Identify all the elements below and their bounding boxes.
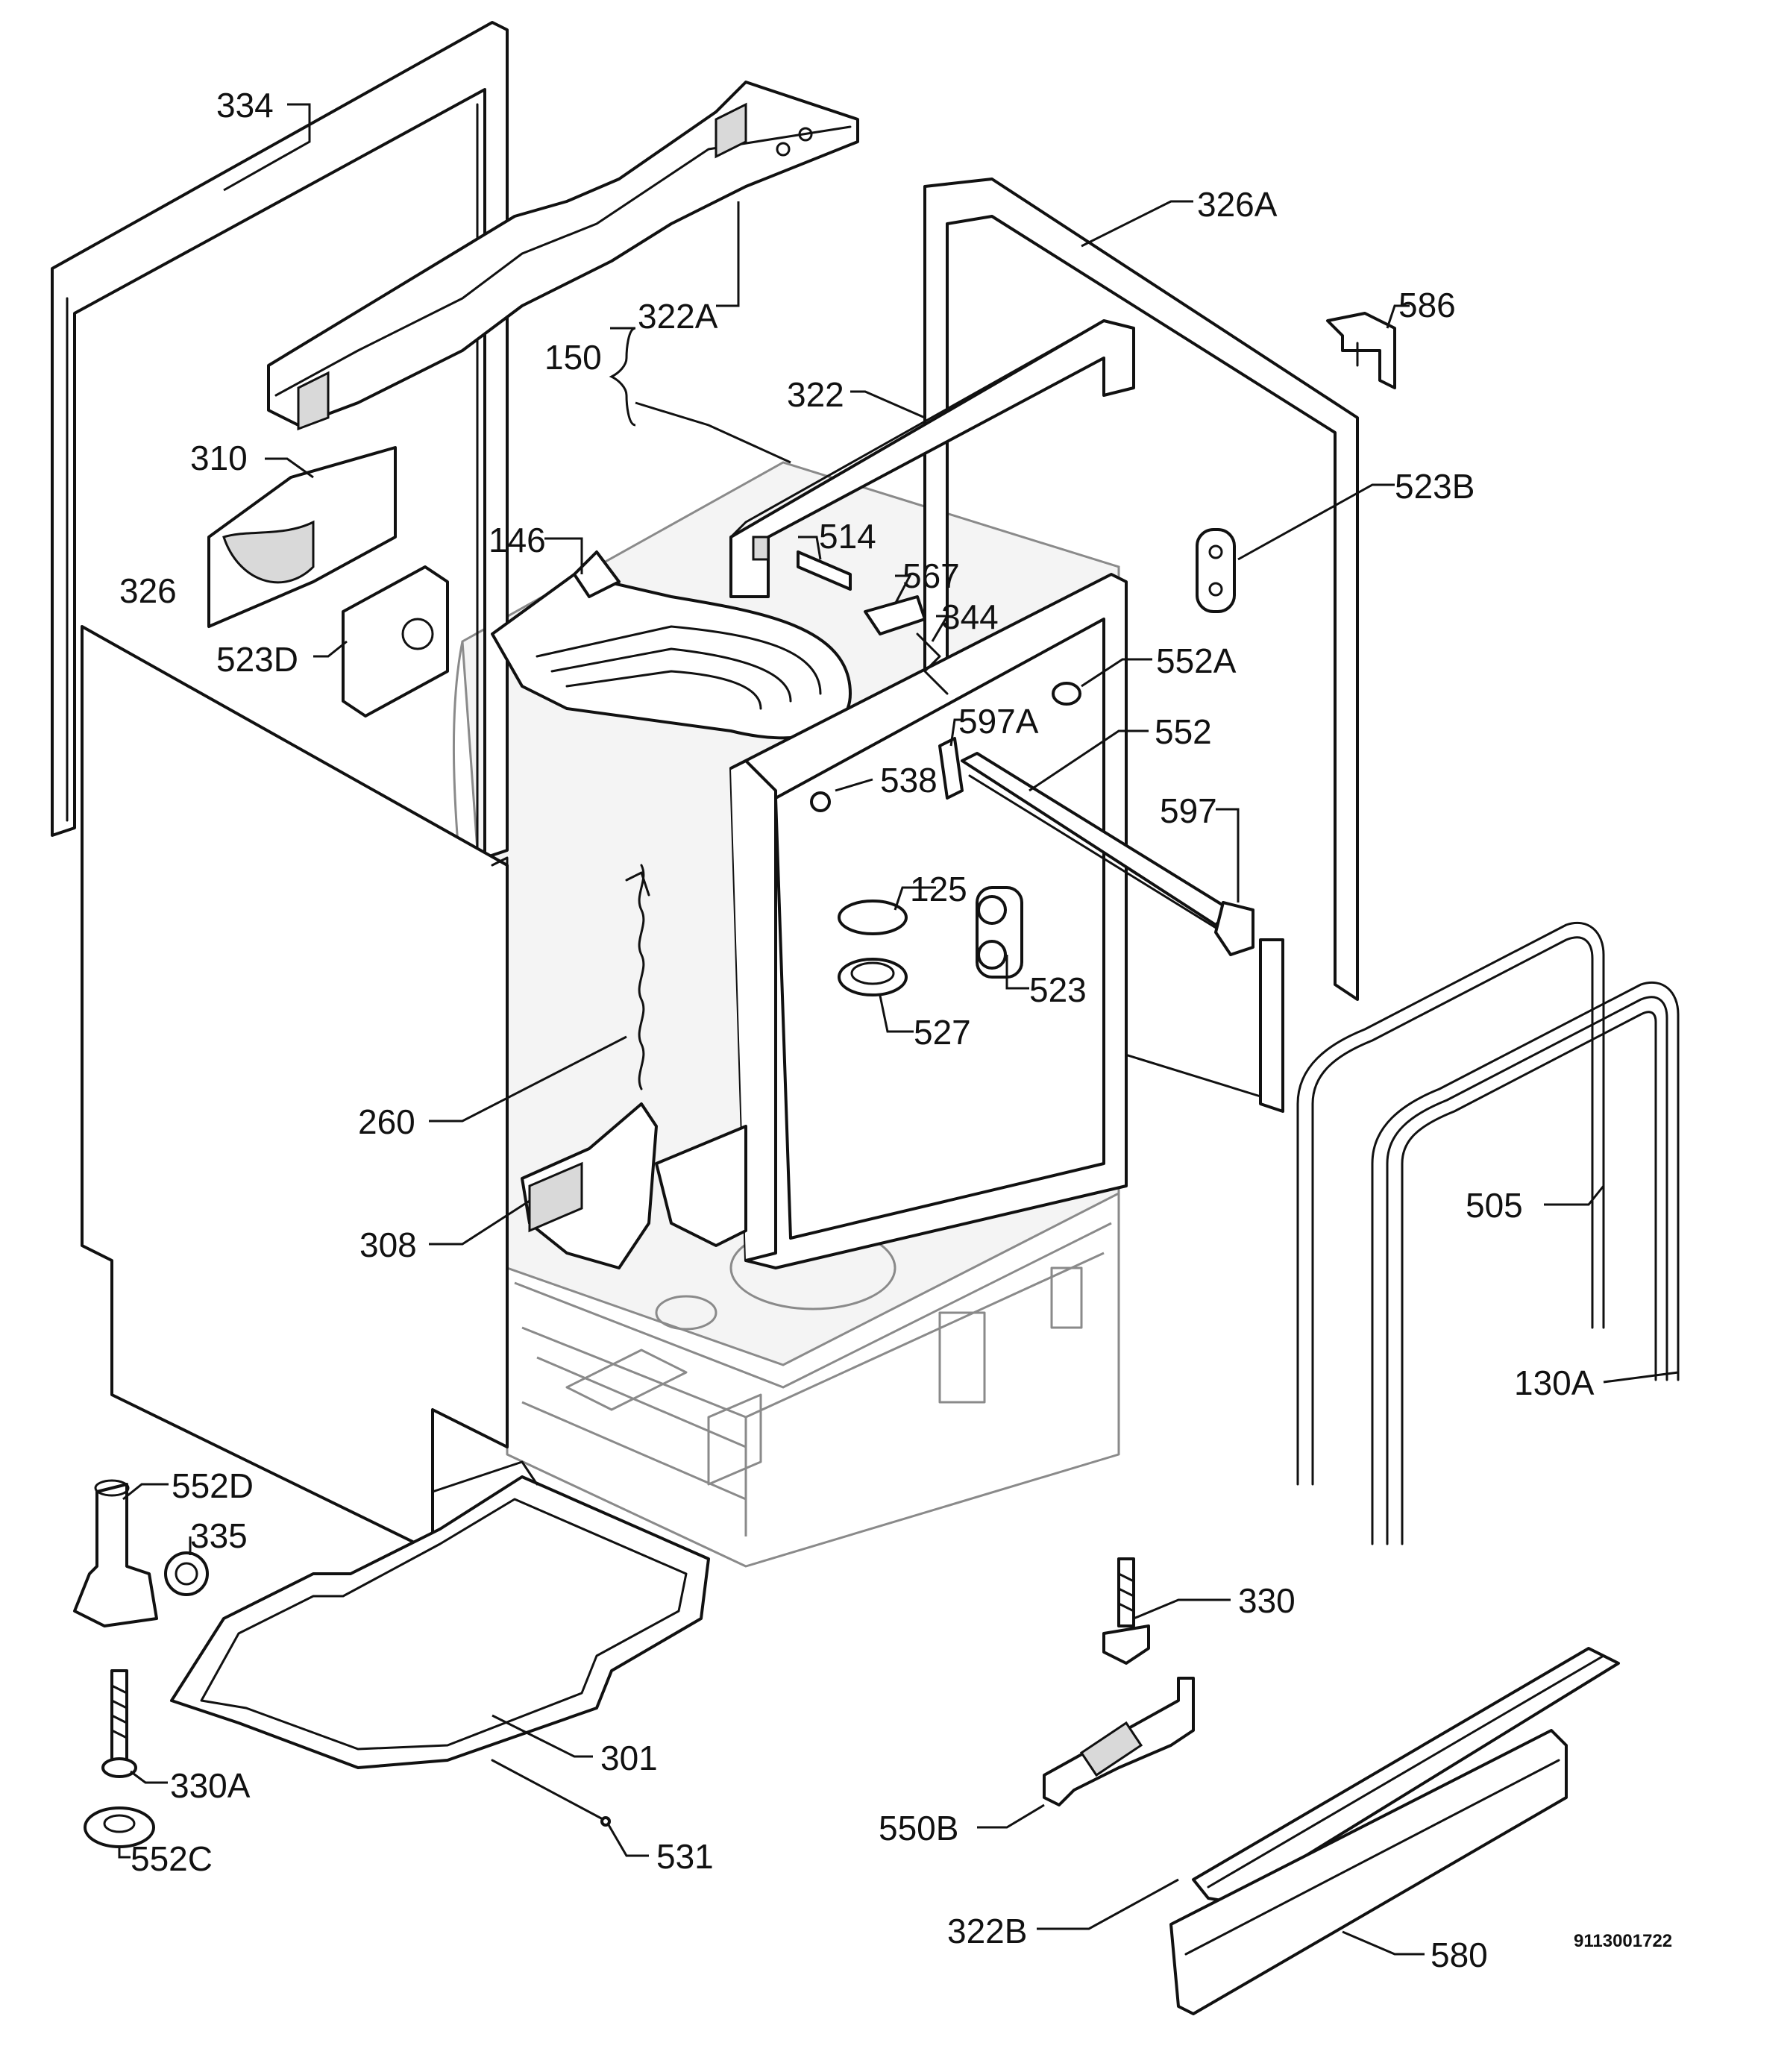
part-550B-bracket xyxy=(1043,1677,1195,1806)
label-552: 552 xyxy=(1155,712,1212,751)
label-586: 586 xyxy=(1398,286,1456,324)
part-146-hose xyxy=(491,550,852,740)
label-597: 597 xyxy=(1160,791,1217,830)
part-597A-clip xyxy=(938,737,964,800)
label-334: 334 xyxy=(216,86,274,125)
label-567: 567 xyxy=(902,556,960,595)
label-523B: 523B xyxy=(1395,467,1475,506)
part-322A-top-rail xyxy=(267,81,859,431)
label-150: 150 xyxy=(544,338,602,377)
part-301-base-tray xyxy=(170,1460,710,1769)
label-335: 335 xyxy=(190,1516,248,1555)
part-552D-leg xyxy=(73,1479,158,1627)
part-597-endcap xyxy=(1214,901,1254,956)
label-550B: 550B xyxy=(879,1809,958,1847)
label-146: 146 xyxy=(489,521,546,559)
label-597A: 597A xyxy=(958,702,1039,741)
label-552A: 552A xyxy=(1156,641,1237,680)
part-260-spring xyxy=(625,864,650,1090)
label-330A: 330A xyxy=(170,1766,251,1805)
label-308: 308 xyxy=(359,1225,417,1264)
label-326A: 326A xyxy=(1197,185,1278,224)
label-505: 505 xyxy=(1466,1186,1523,1225)
part-tub-front-frame xyxy=(655,573,1128,1269)
part-330A-bolt xyxy=(101,1669,137,1778)
document-number: 9113001722 xyxy=(1574,1931,1672,1951)
label-580: 580 xyxy=(1431,1936,1488,1974)
label-125: 125 xyxy=(910,870,967,908)
part-310-cover xyxy=(207,446,397,628)
part-326-door-panel xyxy=(81,625,509,1553)
part-580-kickplate xyxy=(1169,1729,1568,2015)
label-344: 344 xyxy=(941,597,999,636)
part-335-nut xyxy=(164,1551,209,1596)
label-538: 538 xyxy=(880,761,938,800)
label-310: 310 xyxy=(190,439,248,477)
part-125-ring xyxy=(838,900,908,935)
label-322B: 322B xyxy=(947,1912,1027,1950)
part-514-pin xyxy=(797,550,852,591)
part-322B-rail xyxy=(1192,1647,1620,1903)
label-523D: 523D xyxy=(216,640,298,679)
part-567-clip xyxy=(864,595,926,635)
label-301: 301 xyxy=(600,1739,658,1777)
label-527: 527 xyxy=(914,1013,971,1052)
part-344-spring-clip xyxy=(916,632,949,695)
callout-labels: 334 322A 150 326A 586 322 310 146 514 52… xyxy=(119,86,1672,1974)
label-260: 260 xyxy=(358,1102,415,1141)
label-523: 523 xyxy=(1029,970,1087,1009)
part-523-fitting xyxy=(976,886,1023,979)
part-552A-knob xyxy=(1052,682,1081,706)
part-586-bracket xyxy=(1326,312,1396,389)
label-330: 330 xyxy=(1238,1581,1296,1620)
part-505-seal xyxy=(1296,921,1605,1486)
label-552C: 552C xyxy=(131,1839,213,1878)
label-531: 531 xyxy=(656,1837,714,1876)
part-330-screw xyxy=(1102,1557,1150,1665)
part-308-hinge xyxy=(521,1102,658,1269)
label-130A: 130A xyxy=(1514,1363,1595,1402)
label-322: 322 xyxy=(787,375,844,414)
label-514: 514 xyxy=(819,517,876,556)
part-334-side-frame xyxy=(51,21,509,859)
part-527-nut xyxy=(838,958,908,996)
part-322-cross-rail xyxy=(729,319,1135,598)
label-322A: 322A xyxy=(638,297,718,336)
part-523D-cover-plate xyxy=(342,565,449,718)
label-326: 326 xyxy=(119,571,177,610)
label-552D: 552D xyxy=(172,1466,254,1505)
part-130A-seal xyxy=(1371,981,1680,1545)
part-531-wire xyxy=(491,1759,611,1827)
part-538-screw xyxy=(810,791,831,812)
part-523B-gasket xyxy=(1196,528,1236,613)
leader-lines xyxy=(118,103,1680,1956)
